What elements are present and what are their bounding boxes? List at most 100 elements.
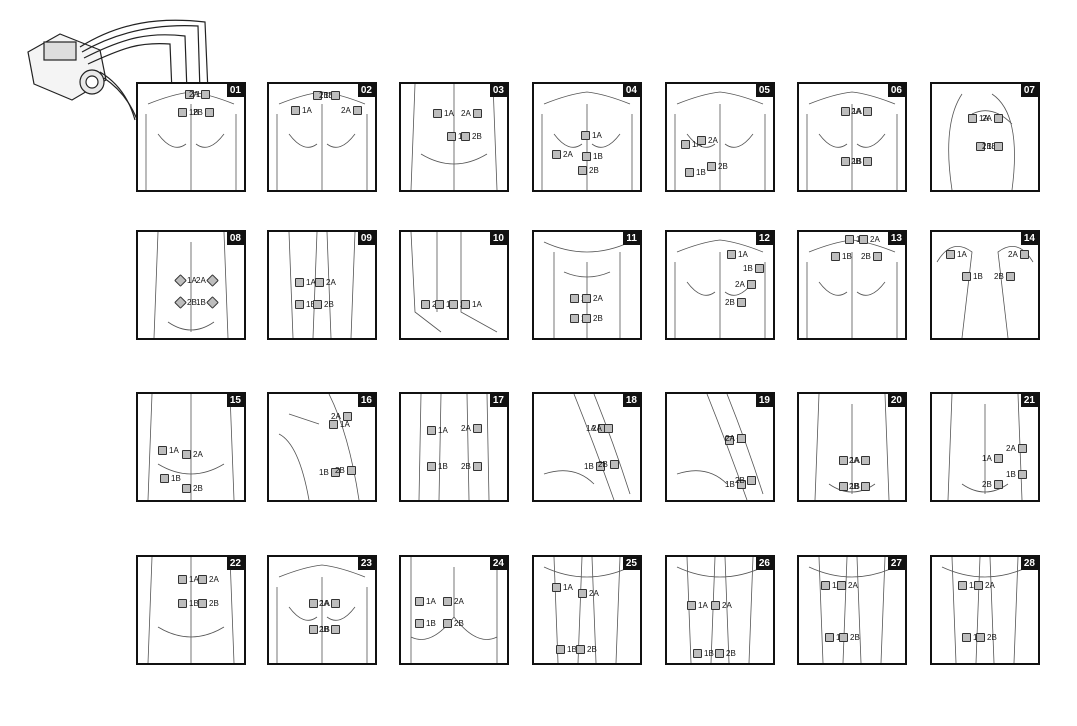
electrode-label: 2A (189, 90, 199, 99)
body-outline (674, 91, 766, 190)
electrode-label: 1B (306, 300, 316, 309)
electrode-pad-1a (291, 106, 300, 115)
panel-number: 17 (489, 394, 507, 407)
electrode-label: 1B (319, 468, 329, 477)
electrode-label: 2B (994, 272, 1004, 281)
electrode-label: 2A (326, 278, 336, 287)
electrode-pad-1a (841, 107, 850, 116)
electrode-label: 2A (454, 597, 464, 606)
electrode-label: 2A (735, 280, 745, 289)
placement-panel-19: 191A2A1B2B (665, 392, 775, 502)
electrode-label: 2A (209, 575, 219, 584)
body-outline (941, 557, 1029, 663)
electrode-pad-1a (821, 581, 830, 590)
electrode-pad-1b (582, 152, 591, 161)
electrode-label: 2A (563, 150, 573, 159)
electrode-pad-2a (578, 589, 587, 598)
electrode-label: 1B (1006, 470, 1016, 479)
electrode-label: 1B (171, 474, 181, 483)
electrode-pad-2a (863, 107, 872, 116)
electrode-label: 1B (320, 625, 330, 634)
electrode-pad-1a (415, 597, 424, 606)
panel-number: 20 (887, 394, 905, 407)
electrode-pad-1b (160, 474, 169, 483)
electrode-pad-1a (839, 456, 848, 465)
electrode-pad-2b (473, 462, 482, 471)
electrode-label: 1A (302, 106, 312, 115)
body-outline (147, 557, 235, 663)
electrode-label: 2A (593, 294, 603, 303)
placement-panel-13: 131A2A1B2B (797, 230, 907, 340)
electrode-pad-2b (994, 480, 1003, 489)
body-outline (808, 557, 896, 663)
electrode-pad-2b (839, 633, 848, 642)
electrode-pad-2a (711, 601, 720, 610)
electrode-label: 1B (438, 462, 448, 471)
electrode-label: 1A (187, 276, 197, 285)
electrode-label: 2A (985, 581, 995, 590)
placement-panel-01: 011A2A1B2B (136, 82, 246, 192)
electrode-label: 1B (850, 482, 860, 491)
panel-number: 28 (1020, 557, 1038, 570)
electrode-label: 1A (982, 454, 992, 463)
electrode-label: 2A (725, 434, 735, 443)
electrode-label: 2B (982, 480, 992, 489)
electrode-label: 2A (319, 599, 329, 608)
panel-number: 23 (357, 557, 375, 570)
body-outline (145, 91, 237, 190)
panel-number: 12 (755, 232, 773, 245)
panel-number: 02 (357, 84, 375, 97)
body-outline (814, 394, 890, 500)
electrode-label: 2A (589, 589, 599, 598)
electrode-pad-2a (353, 106, 362, 115)
electrode-label: 2B (209, 599, 219, 608)
body-outline (153, 232, 229, 338)
electrode-pad-1a (581, 131, 590, 140)
electrode-pad-2a (552, 150, 561, 159)
placement-panel-11: 111A2A1B2B (532, 230, 642, 340)
electrode-pad-2b (347, 466, 356, 475)
electrode-label: 2A (193, 450, 203, 459)
electrode-pad-2a (473, 109, 482, 118)
electrode-pad-1b (447, 132, 456, 141)
panel-number: 16 (357, 394, 375, 407)
body-outline (936, 245, 1034, 338)
body-outline (806, 239, 898, 338)
electrode-label: 1A (832, 582, 842, 590)
electrode-pad-1b (596, 462, 605, 471)
electrode-label: 1A (592, 131, 602, 140)
electrode-label: 2B (454, 619, 464, 628)
electrode-pad-2b (182, 484, 191, 493)
electrode-pad-1b (427, 462, 436, 471)
electrode-label: 1B (704, 649, 714, 658)
electrode-pad-1a (725, 436, 734, 445)
placement-panel-03: 031A2A1B2B (399, 82, 509, 192)
electrode-label: 2A (708, 136, 718, 145)
electrode-pad-2b (1006, 272, 1015, 281)
electrode-label: 1A (979, 114, 989, 123)
electrode-pad-2b (461, 132, 470, 141)
electrode-pad-2b (737, 298, 746, 307)
electrode-label: 2B (987, 633, 997, 642)
electrode-pad-2b (873, 252, 882, 261)
body-outline (676, 394, 764, 500)
electrode-label: 1A (320, 599, 330, 608)
placement-panel-27: 271A2A1B2B (797, 555, 907, 665)
electrode-label: 2B (335, 466, 345, 475)
body-outline (543, 557, 631, 663)
electrode-label: 1B (696, 168, 706, 177)
electrode-label: 2B (726, 649, 736, 658)
body-outline (278, 394, 360, 500)
electrode-label: 1B (593, 152, 603, 161)
placement-panel-10: 102A1B2B1A (399, 230, 509, 340)
body-outline (543, 394, 631, 500)
panel-number: 18 (622, 394, 640, 407)
electrode-pad-1a (687, 601, 696, 610)
electrode-pad-1b (839, 482, 848, 491)
electrode-label: 2A (341, 106, 351, 115)
